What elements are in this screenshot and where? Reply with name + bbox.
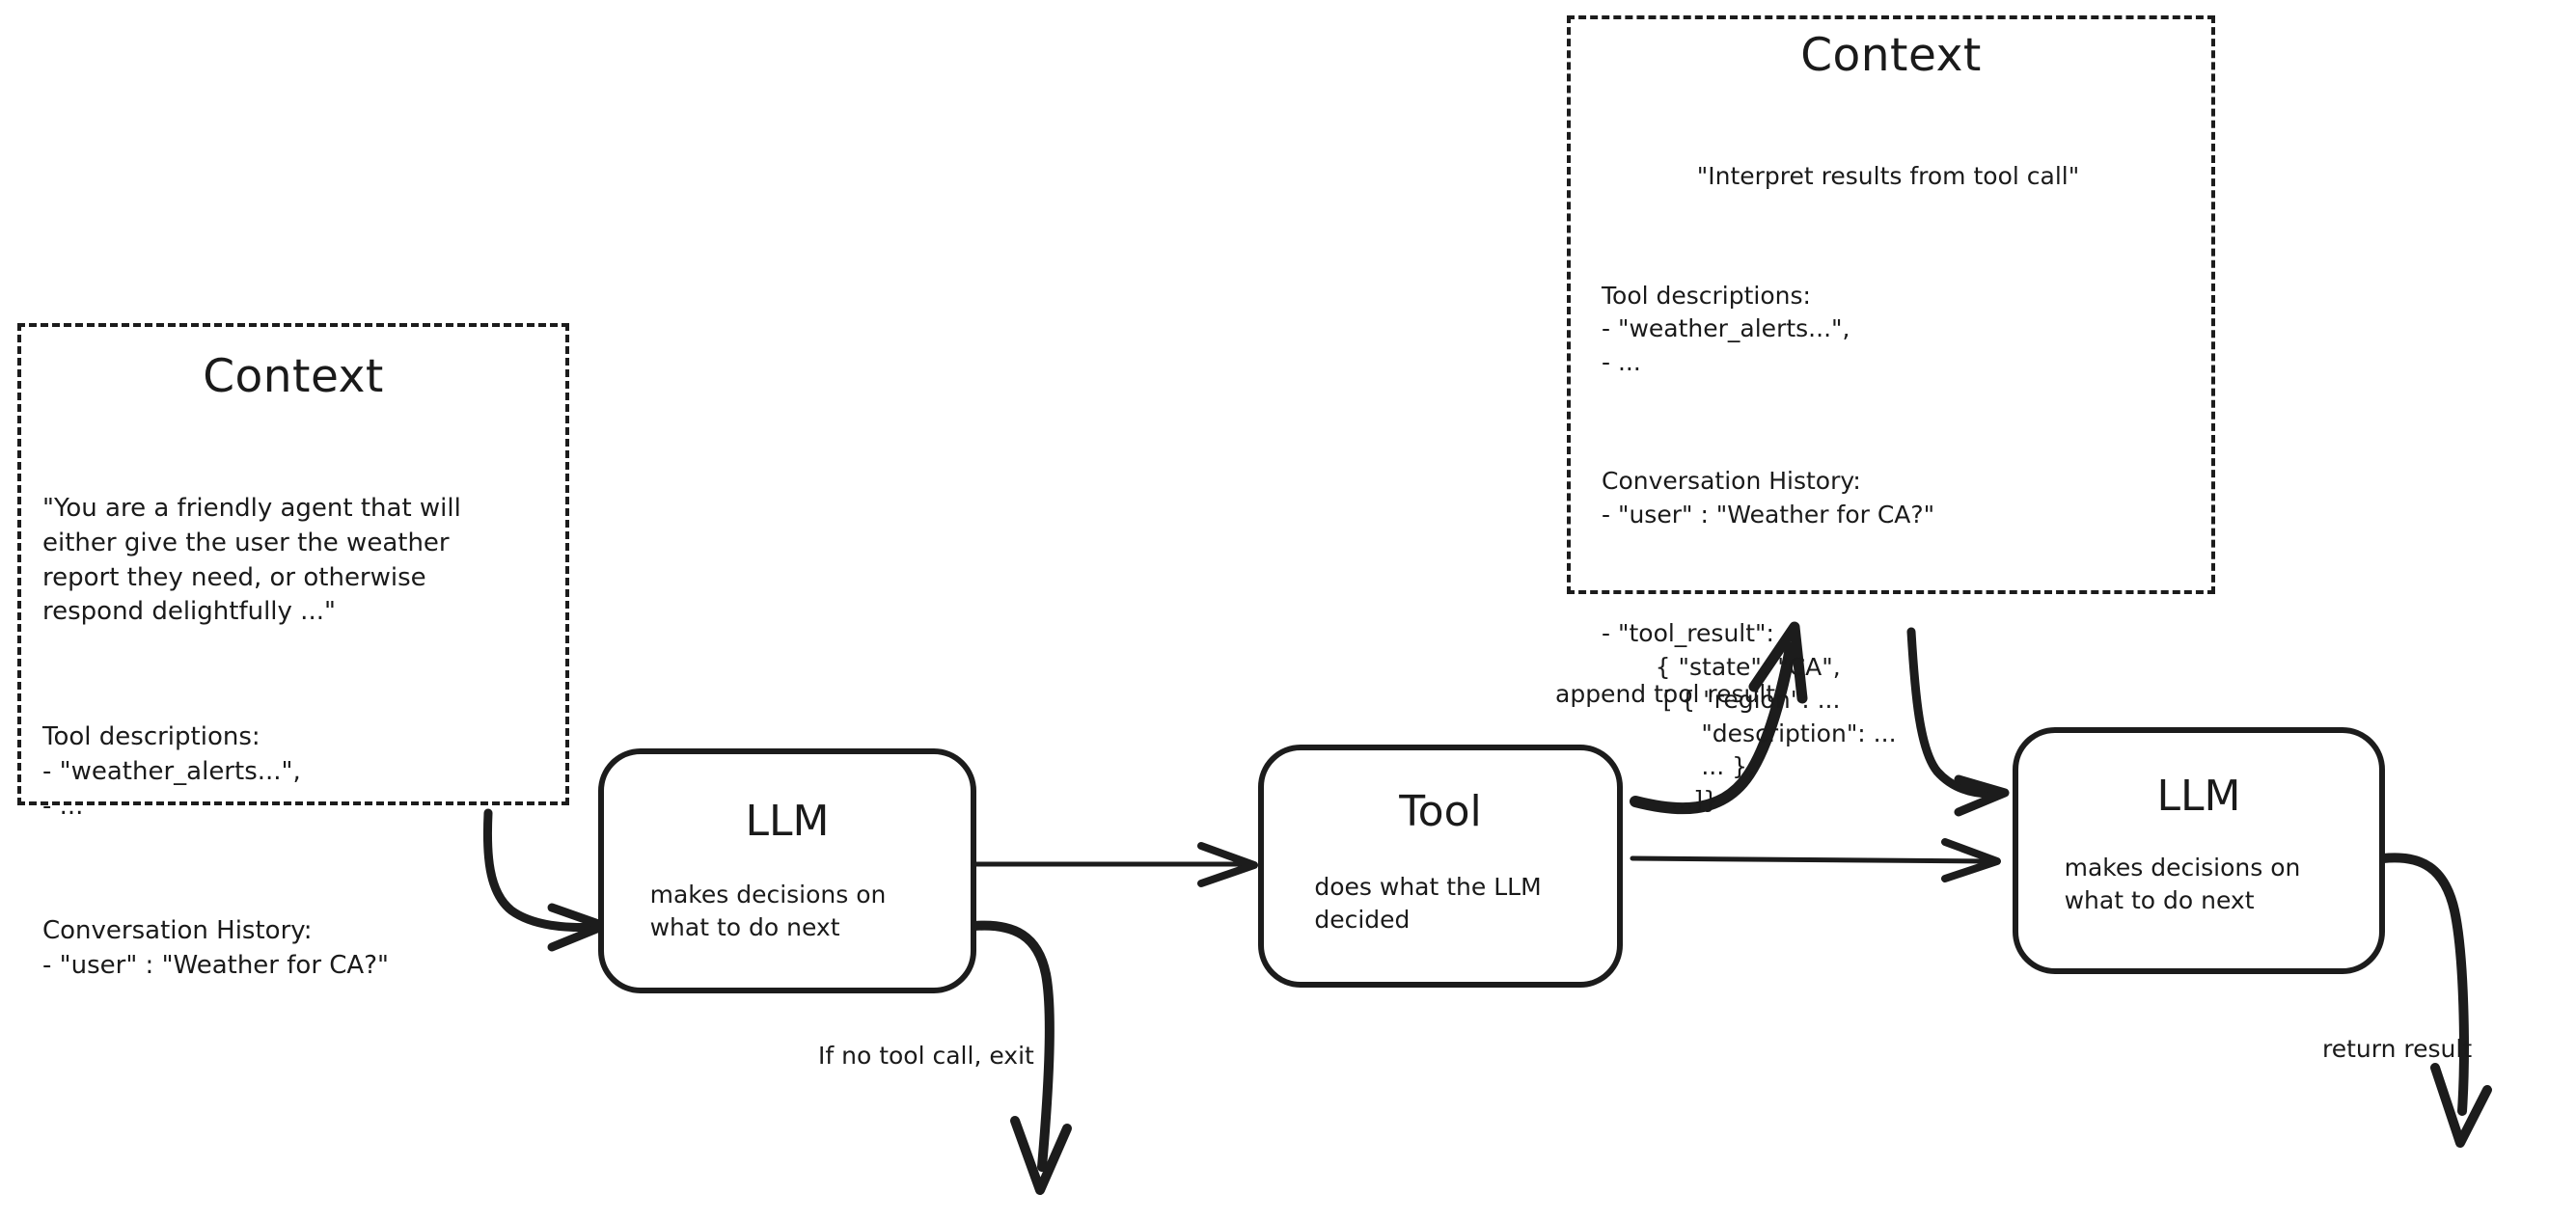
node-tool[interactable]: Tool does what the LLM decided [1258, 745, 1623, 988]
context-left-conversation-history: Conversation History: - "user" : "Weathe… [42, 916, 389, 981]
context-right-instruction: "Interpret results from tool call" [1696, 162, 2080, 190]
node-llm-first[interactable]: LLM makes decisions on what to do next [598, 748, 976, 993]
context-left-title: Context [203, 350, 384, 403]
node-llm-first-title: LLM [745, 797, 830, 846]
context-right-title: Context [1800, 29, 1982, 82]
node-llm-first-subtitle: makes decisions on what to do next [649, 881, 887, 941]
node-tool-title: Tool [1399, 787, 1482, 836]
context-right-tool-descriptions: Tool descriptions: - "weather_alerts..."… [1602, 281, 1850, 376]
context-left-body: "You are a friendly agent that will eith… [42, 422, 539, 1053]
edge-label-append-tool-result: append tool result [1555, 680, 1776, 708]
context-right-body: "Interpret results from tool call" Tool … [1602, 94, 2190, 903]
context-right-tool-result: - "tool_result": { "state": "CA", [ { "r… [1602, 619, 1897, 814]
node-llm-second-subtitle: makes decisions on what to do next [2064, 854, 2301, 914]
node-tool-subtitle: does what the LLM decided [1314, 873, 1542, 934]
edge-label-return-result: return result [2322, 1035, 2473, 1063]
context-box-initial: Context "You are a friendly agent that w… [17, 323, 569, 980]
arrow-return-result [2378, 853, 2492, 1148]
edge-label-if-no-tool-call-exit: If no tool call, exit [818, 1042, 1034, 1070]
context-left-system-prompt: "You are a friendly agent that will eith… [42, 493, 461, 627]
arrow-llm1-to-tool [973, 842, 1258, 887]
context-right-conversation-history: Conversation History: - "user" : "Weathe… [1602, 467, 1935, 529]
context-left-tool-descriptions: Tool descriptions: - "weather_alerts..."… [42, 722, 301, 821]
node-llm-second-title: LLM [2156, 772, 2241, 821]
node-llm-second[interactable]: LLM makes decisions on what to do next [2013, 727, 2385, 974]
context-box-after-tool: Context "Interpret results from tool cal… [1567, 15, 2215, 814]
